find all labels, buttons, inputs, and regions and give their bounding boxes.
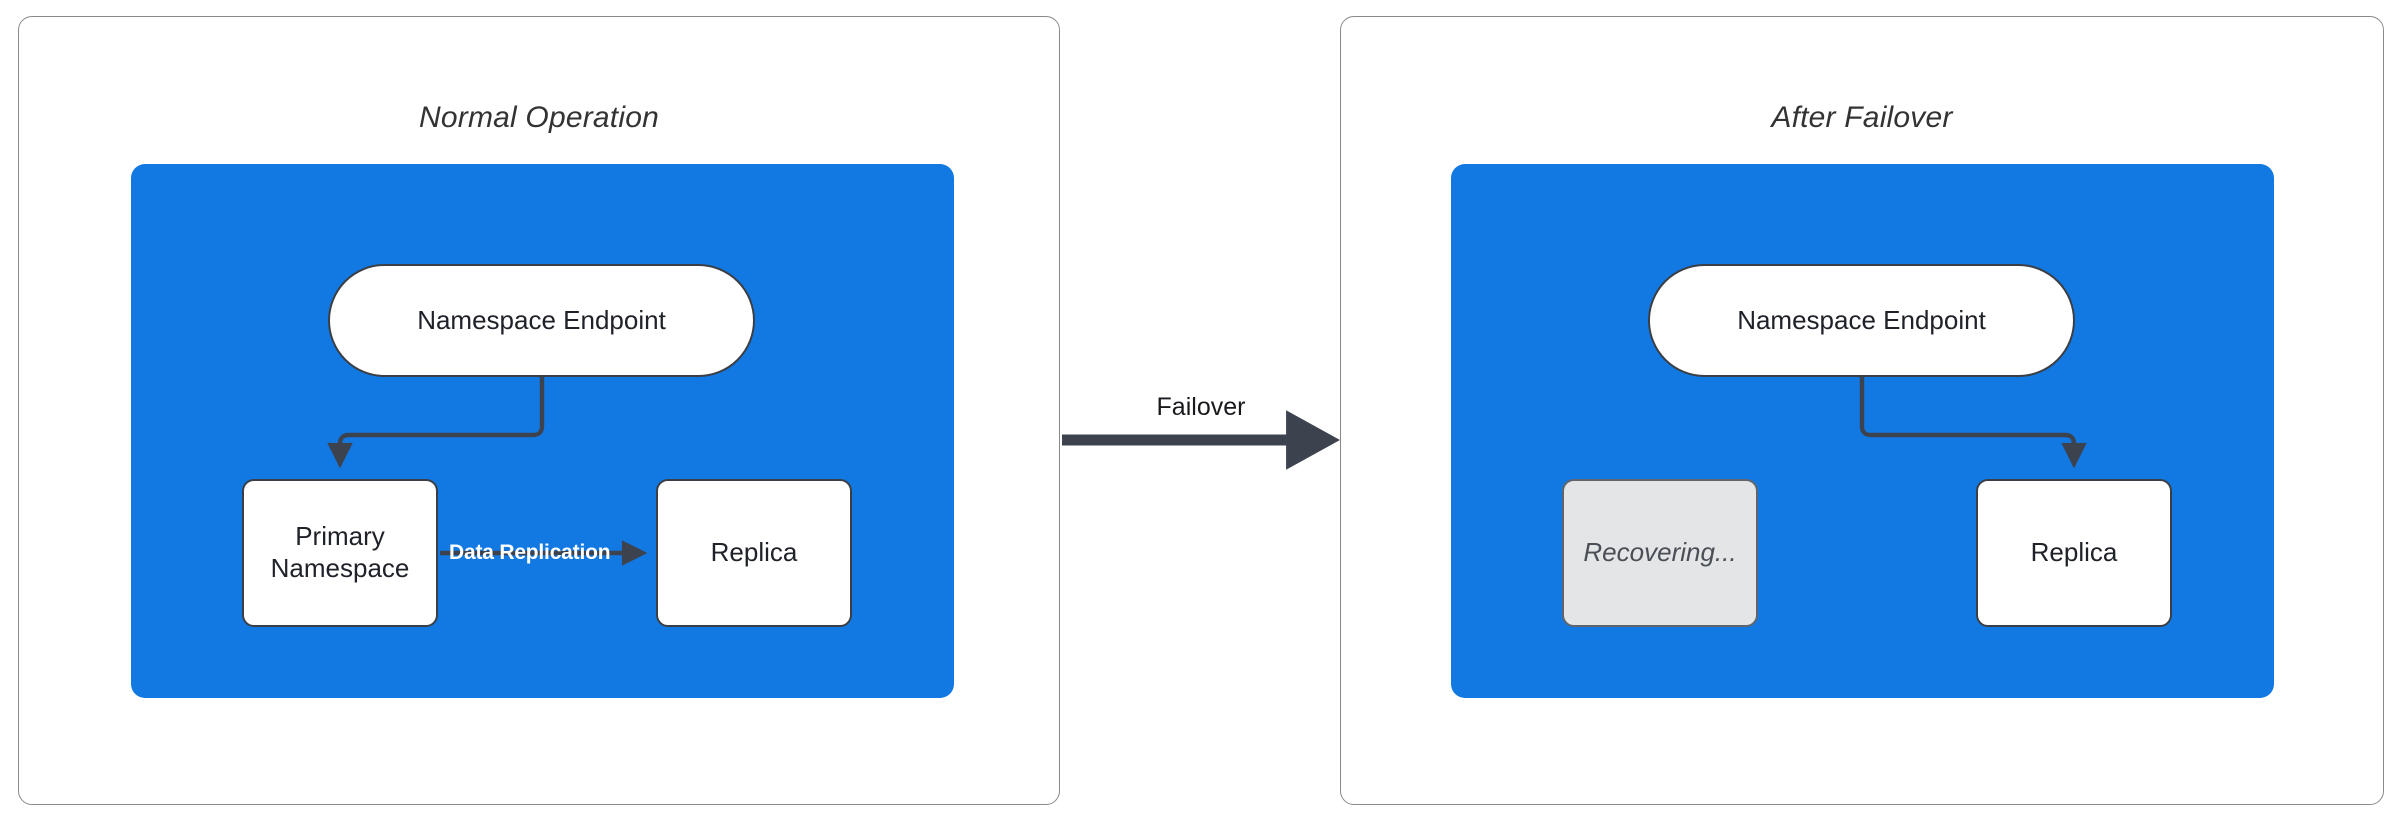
connector-layer-left [327, 374, 648, 566]
panel-title-normal-operation: Normal Operation [419, 101, 659, 134]
node-label-line2: Namespace [270, 553, 410, 583]
panel-after-failover: After Failover Namespace Endpoint Recove… [1340, 16, 2384, 805]
edge-label-data-replication: Data Replication [449, 541, 611, 564]
node-replica-left[interactable]: Replica [656, 479, 852, 627]
edge-endpoint-to-replica [1859, 374, 2087, 469]
node-namespace-endpoint-right[interactable]: Namespace Endpoint [1648, 264, 2075, 377]
node-label: Recovering... [1583, 537, 1737, 568]
node-label: Namespace Endpoint [417, 304, 666, 335]
node-label: Primary Namespace [271, 521, 410, 584]
node-recovering[interactable]: Recovering... [1562, 479, 1758, 627]
panel-normal-operation: Normal Operation Namespace Endpoint [18, 16, 1060, 805]
node-label: Replica [710, 537, 798, 568]
node-label: Replica [2030, 537, 2118, 568]
failover-arrow-icon [1062, 410, 1341, 470]
node-namespace-endpoint-left[interactable]: Namespace Endpoint [328, 264, 755, 377]
node-primary-namespace[interactable]: Primary Namespace [242, 479, 438, 627]
node-label: Namespace Endpoint [1737, 304, 1986, 335]
node-replica-right[interactable]: Replica [1976, 479, 2172, 627]
panel-title-after-failover: After Failover [1771, 101, 1953, 134]
cluster-box-primary-region: Namespace Endpoint Primary Namespace Rep… [131, 164, 954, 698]
node-label-line1: Primary [295, 521, 385, 552]
failover-arrow-label: Failover [1156, 393, 1246, 421]
cluster-box-failover-region: Namespace Endpoint Recovering... Replica [1451, 164, 2274, 698]
connector-layer-right [1859, 374, 2087, 469]
edge-endpoint-to-primary [327, 374, 545, 469]
